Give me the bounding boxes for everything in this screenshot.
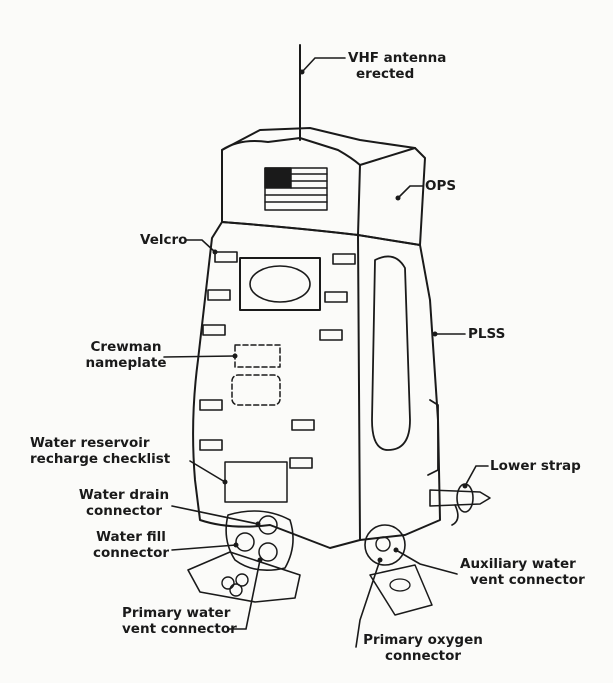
label-plss: PLSS	[468, 326, 506, 342]
connector-cavity	[225, 510, 294, 571]
label-water-reservoir: Water reservoir recharge checklist	[30, 435, 171, 467]
leader-aux-water-vent	[395, 549, 458, 575]
label-primary-water-vent: Primary water vent connector	[122, 605, 237, 637]
oxygen-connector-port	[364, 524, 406, 566]
leader-water-drain	[171, 505, 259, 525]
ops-unit-side	[357, 147, 426, 246]
label-auxiliary-water-vent: Auxiliary water vent connector	[460, 556, 585, 588]
label-velcro: Velcro	[140, 232, 188, 248]
velcro-pads	[199, 251, 356, 469]
nasa-emblem	[249, 265, 311, 303]
leader-ops	[397, 185, 424, 199]
leader-water-reservoir	[189, 460, 226, 483]
side-hose	[371, 255, 411, 451]
label-lower-strap: Lower strap	[490, 458, 581, 474]
checklist-panel	[224, 461, 288, 503]
leader-water-fill	[171, 544, 237, 551]
label-primary-oxygen: Primary oxygen connector	[363, 632, 483, 664]
plss-body-side	[357, 234, 441, 541]
emblem-patch	[239, 257, 321, 311]
leader-velcro	[185, 239, 216, 253]
leader-primary-oxygen	[355, 559, 381, 648]
ops-unit-top	[221, 127, 416, 151]
dashed-panel	[231, 374, 281, 406]
leader-primary-water-vent	[227, 559, 261, 630]
vent-connector-knob	[258, 542, 278, 562]
label-ops: OPS	[425, 178, 457, 194]
oxygen-cover-tag	[369, 564, 433, 616]
cover-flap	[187, 551, 301, 603]
side-bracket	[427, 399, 439, 476]
leader-nameplate	[163, 355, 236, 358]
label-vhf-antenna: VHF antenna erected	[348, 50, 447, 82]
label-water-drain: Water drain connector	[78, 487, 170, 519]
label-crewman-nameplate: Crewman nameplate	[85, 339, 167, 371]
nameplate-area	[234, 344, 281, 368]
fill-connector-knob	[235, 532, 255, 552]
label-water-fill: Water fill connector	[92, 529, 170, 561]
leader-lower-strap	[464, 465, 489, 487]
leader-vhf-antenna	[301, 57, 346, 73]
us-flag	[264, 167, 328, 211]
plss-body-front	[192, 221, 361, 549]
